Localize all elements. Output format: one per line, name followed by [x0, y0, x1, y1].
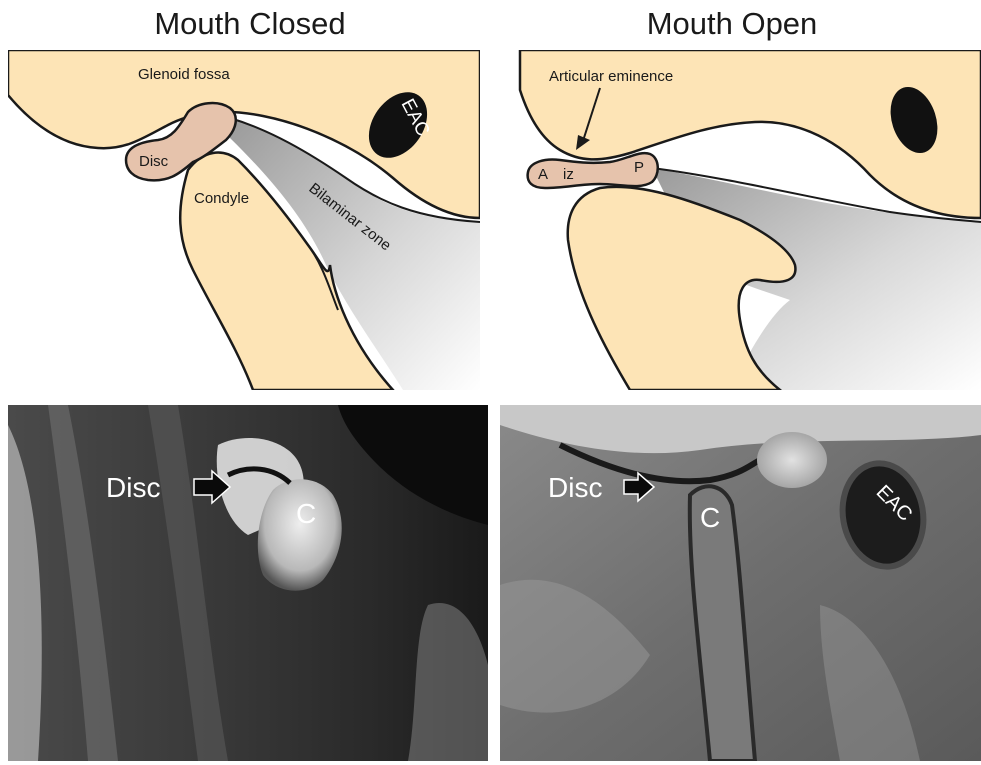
eac-canal	[368, 92, 428, 158]
diagram-mouth-open: Articular eminence A iz P	[518, 50, 981, 390]
articular-disc	[526, 151, 659, 190]
articular-eminence-arrowhead	[576, 135, 590, 150]
title-mouth-open: Mouth Open	[646, 6, 818, 41]
mri-articular-eminence	[757, 432, 827, 488]
diagram-mouth-closed: Glenoid fossa Disc Condyle Bilaminar zon…	[8, 50, 480, 390]
mri-label-disc: Disc	[106, 472, 160, 503]
disc-arrow	[193, 469, 232, 505]
mri-label-disc: Disc	[548, 472, 602, 503]
mri-label-condyle: C	[700, 502, 720, 533]
label-anterior: A	[538, 166, 548, 183]
condyle	[566, 185, 797, 390]
label-condyle: Condyle	[194, 190, 249, 207]
mri-condyle	[257, 479, 342, 591]
label-disc: Disc	[139, 153, 169, 170]
label-articular-eminence: Articular eminence	[549, 68, 673, 85]
label-glenoid-fossa: Glenoid fossa	[138, 66, 230, 83]
articular-eminence-arrow	[581, 87, 601, 145]
mri-mouth-open: Disc C EAC	[500, 405, 981, 761]
articular-disc	[124, 101, 238, 182]
temporal-bone	[518, 50, 981, 220]
label-intermediate-zone: iz	[563, 166, 574, 183]
disc-arrow	[623, 471, 656, 503]
eac-canal	[890, 86, 938, 154]
condyle	[178, 151, 395, 390]
mri-mouth-closed: Disc C	[8, 405, 488, 761]
mri-eac	[839, 460, 927, 570]
bilaminar-zone	[230, 118, 480, 390]
mri-condyle	[687, 484, 758, 761]
mri-label-condyle: C	[296, 498, 316, 529]
label-posterior: P	[634, 159, 644, 176]
title-mouth-closed: Mouth Closed	[154, 6, 346, 41]
